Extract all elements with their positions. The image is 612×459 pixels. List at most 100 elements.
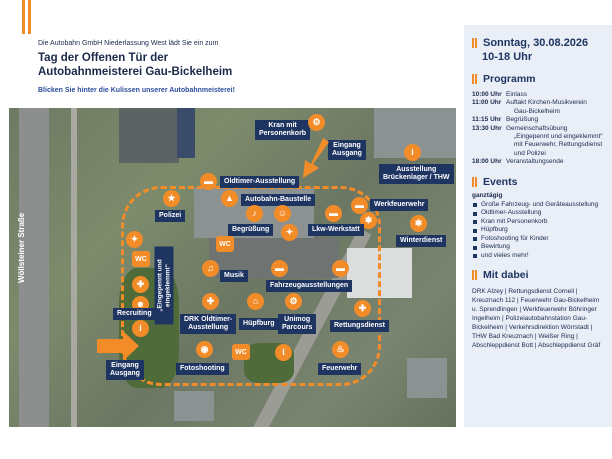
program-heading-text: Programm [483, 73, 536, 85]
events-heading: Events [472, 176, 606, 188]
wc-icon-2: WC [132, 251, 150, 267]
label-oldtimer: Oldtimer-Ausstellung [220, 176, 300, 188]
partners-text: DRK Alzey | Rettungsdienst Corneli | Kre… [472, 288, 601, 350]
house-roof [174, 391, 214, 421]
bars-icon [472, 38, 477, 48]
label-feuerwehr: Feuerwehr [318, 363, 362, 375]
tagline: Blicken Sie hinter die Kulissen unserer … [38, 87, 235, 94]
label-begruessung: Begrüßung [228, 224, 274, 236]
info-sidebar: Sonntag, 30.08.2026 10-18 Uhr Programm 1… [464, 25, 612, 427]
program-subline: und Polizei [514, 149, 546, 157]
label-baustelle: Autobahn-Baustelle [241, 194, 316, 206]
wc-icon-3: WC [232, 344, 250, 360]
event-date: Sonntag, 30.08.2026 [472, 36, 606, 50]
label-kran: Kran mit Personenkorb [255, 120, 311, 140]
label-fahrzeug: Fahrzeugausstellungen [266, 280, 353, 292]
partners-heading-text: Mit dabei [483, 269, 529, 282]
label-huepfburg: Hüpfburg [239, 318, 279, 330]
label-musik: Musik [220, 270, 248, 282]
label-eingang-top: Eingang Ausgang [328, 140, 366, 160]
snowflake-icon-2: ✱ [410, 215, 427, 232]
fork-knife-icon-2: ✦ [126, 231, 143, 248]
program-time: 10:00 Uhr [472, 91, 502, 98]
crane-icon-2: ▬ [332, 260, 349, 277]
program-heading: Programm [472, 73, 606, 85]
program-text: Veranstaltungsende [506, 158, 564, 166]
event-item: und vieles mehr! [472, 252, 606, 261]
entrance-arrow-top [303, 138, 329, 178]
people-icon: ☺ [274, 205, 291, 222]
street-name: Wöllsteiner Straße [17, 212, 26, 283]
parking-lot [119, 108, 179, 163]
program-subline: mit Feuerwehr, Rettungsdienst [514, 141, 603, 149]
program-text: Einlass [506, 91, 527, 98]
event-item: Kran mit Personenkorb [472, 218, 606, 227]
bars-icon [472, 74, 477, 84]
bounce-castle-icon: ⌂ [247, 293, 264, 310]
label-werkstatt: Lkw-Werkstatt [308, 224, 364, 236]
program-item: 11:15 Uhr Begrüßung [472, 116, 606, 124]
police-badge-icon: ★ [163, 190, 180, 207]
label-unimog: Unimog Parcours [278, 314, 317, 334]
label-recruiting: Recruiting [113, 308, 156, 320]
label-fotoshooting: Fotoshooting [176, 363, 229, 375]
program-item: 13:30 Uhr Gemeinschaftsübung [472, 125, 606, 133]
red-cross-icon: ✚ [202, 293, 219, 310]
solar-roof [177, 108, 195, 158]
label-eingang-bottom: Eingang Ausgang [106, 360, 144, 380]
info-icon-2: i [132, 320, 149, 337]
label-polizei: Polizei [155, 210, 186, 222]
truck-icon: ▬ [325, 205, 342, 222]
label-drk: DRK Oldtimer- Ausstellung [180, 314, 237, 334]
fire-truck-icon: ▬ [351, 197, 368, 214]
label-eingeklemmt: „Eingepennt und eingeklemmt“ [154, 246, 174, 325]
event-time: 10-18 Uhr [482, 51, 533, 63]
label-ausstellung: Ausstellung Brückenlager / THW [379, 164, 454, 184]
program-text: Begrüßung [506, 116, 539, 124]
page-title: Tag der Offenen Tür der Autobahnmeistere… [38, 51, 298, 79]
program-time: 11:15 Uhr [472, 116, 502, 124]
house-roof-right [407, 358, 447, 398]
label-rettungsdienst: Rettungsdienst [330, 320, 389, 332]
label-winterdienst: Winterdienst [396, 235, 447, 247]
camera-icon: ◉ [196, 341, 213, 358]
fire-icon: ♨ [332, 341, 349, 358]
events-intro: ganztägig [472, 191, 503, 199]
partners-heading: Mit dabei [472, 269, 606, 281]
oldtimer-car-icon: ▬ [200, 173, 217, 190]
program-subline: Gau-Bickelheim [514, 107, 560, 115]
label-werkfeuerwehr: Werkfeuerwehr [370, 199, 429, 211]
events-heading-text: Events [483, 175, 518, 188]
info-icon: i [404, 144, 421, 161]
program-item: 10:00 Uhr Einlass [472, 91, 606, 99]
bars-icon [472, 176, 477, 187]
title-line-2: Autobahnmeisterei Gau-Bickelheim [38, 66, 233, 78]
info-icon-3: i [275, 344, 292, 361]
event-item: Hüpfburg [472, 226, 606, 235]
program-time: 11:00 Uhr [472, 99, 502, 107]
side-road [71, 108, 77, 427]
invitation-text: Die Autobahn GmbH Niederlassung West läd… [38, 40, 219, 47]
fork-knife-icon: ✦ [281, 224, 298, 241]
snowflake-icon: ✱ [360, 212, 377, 229]
music-note-icon: ♪ [246, 205, 263, 222]
event-item: Große Fahrzeug- und Geräteausstellung [472, 201, 606, 210]
program-text: Gemeinschaftsübung [506, 124, 568, 132]
event-date-text: Sonntag, 30.08.2026 [483, 37, 589, 49]
music-icon: ♫ [202, 260, 219, 277]
ambulance-icon: ✚ [354, 300, 371, 317]
program-time: 13:30 Uhr [472, 124, 502, 132]
event-item: Fotoshooting für Kinder [472, 235, 606, 244]
title-line-1: Tag der Offenen Tür der [38, 52, 169, 64]
construction-icon: ▲ [221, 190, 238, 207]
unimog-icon: ⚙ [285, 293, 302, 310]
highway-road [19, 108, 49, 427]
event-item: Bewirtung [472, 243, 606, 252]
stretcher-icon: ✚ [132, 276, 149, 293]
program-subline: „Eingepennt und eingeklemmt“ [514, 133, 603, 141]
bars-icon [472, 270, 477, 281]
